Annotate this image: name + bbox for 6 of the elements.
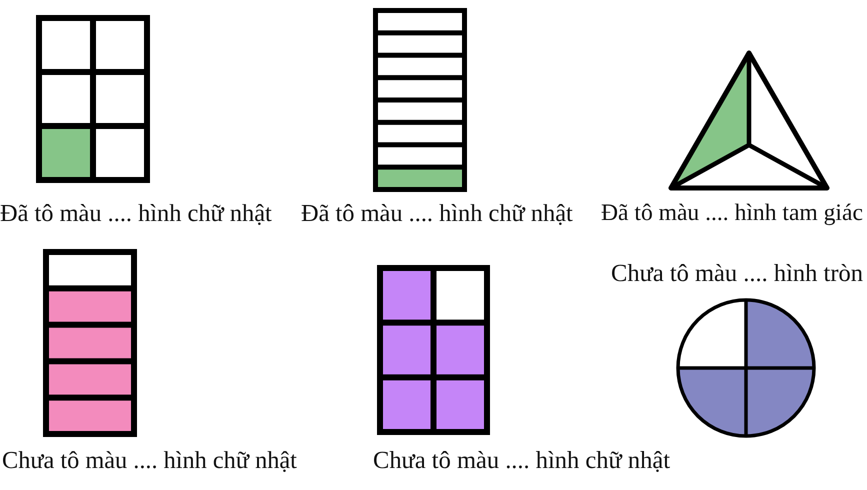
figure-caption: Chưa tô màu .... hình tròn (611, 260, 863, 288)
figure-caption: Đã tô màu .... hình chữ nhật (0, 200, 272, 228)
figure-caption: Đã tô màu .... hình tam giác (601, 200, 863, 228)
figure-caption: Chưa tô màu .... hình chữ nhật (373, 447, 670, 476)
figure-caption: Chưa tô màu .... hình chữ nhật (2, 447, 297, 475)
figure-caption: Đã tô màu .... hình chữ nhật (301, 200, 573, 228)
